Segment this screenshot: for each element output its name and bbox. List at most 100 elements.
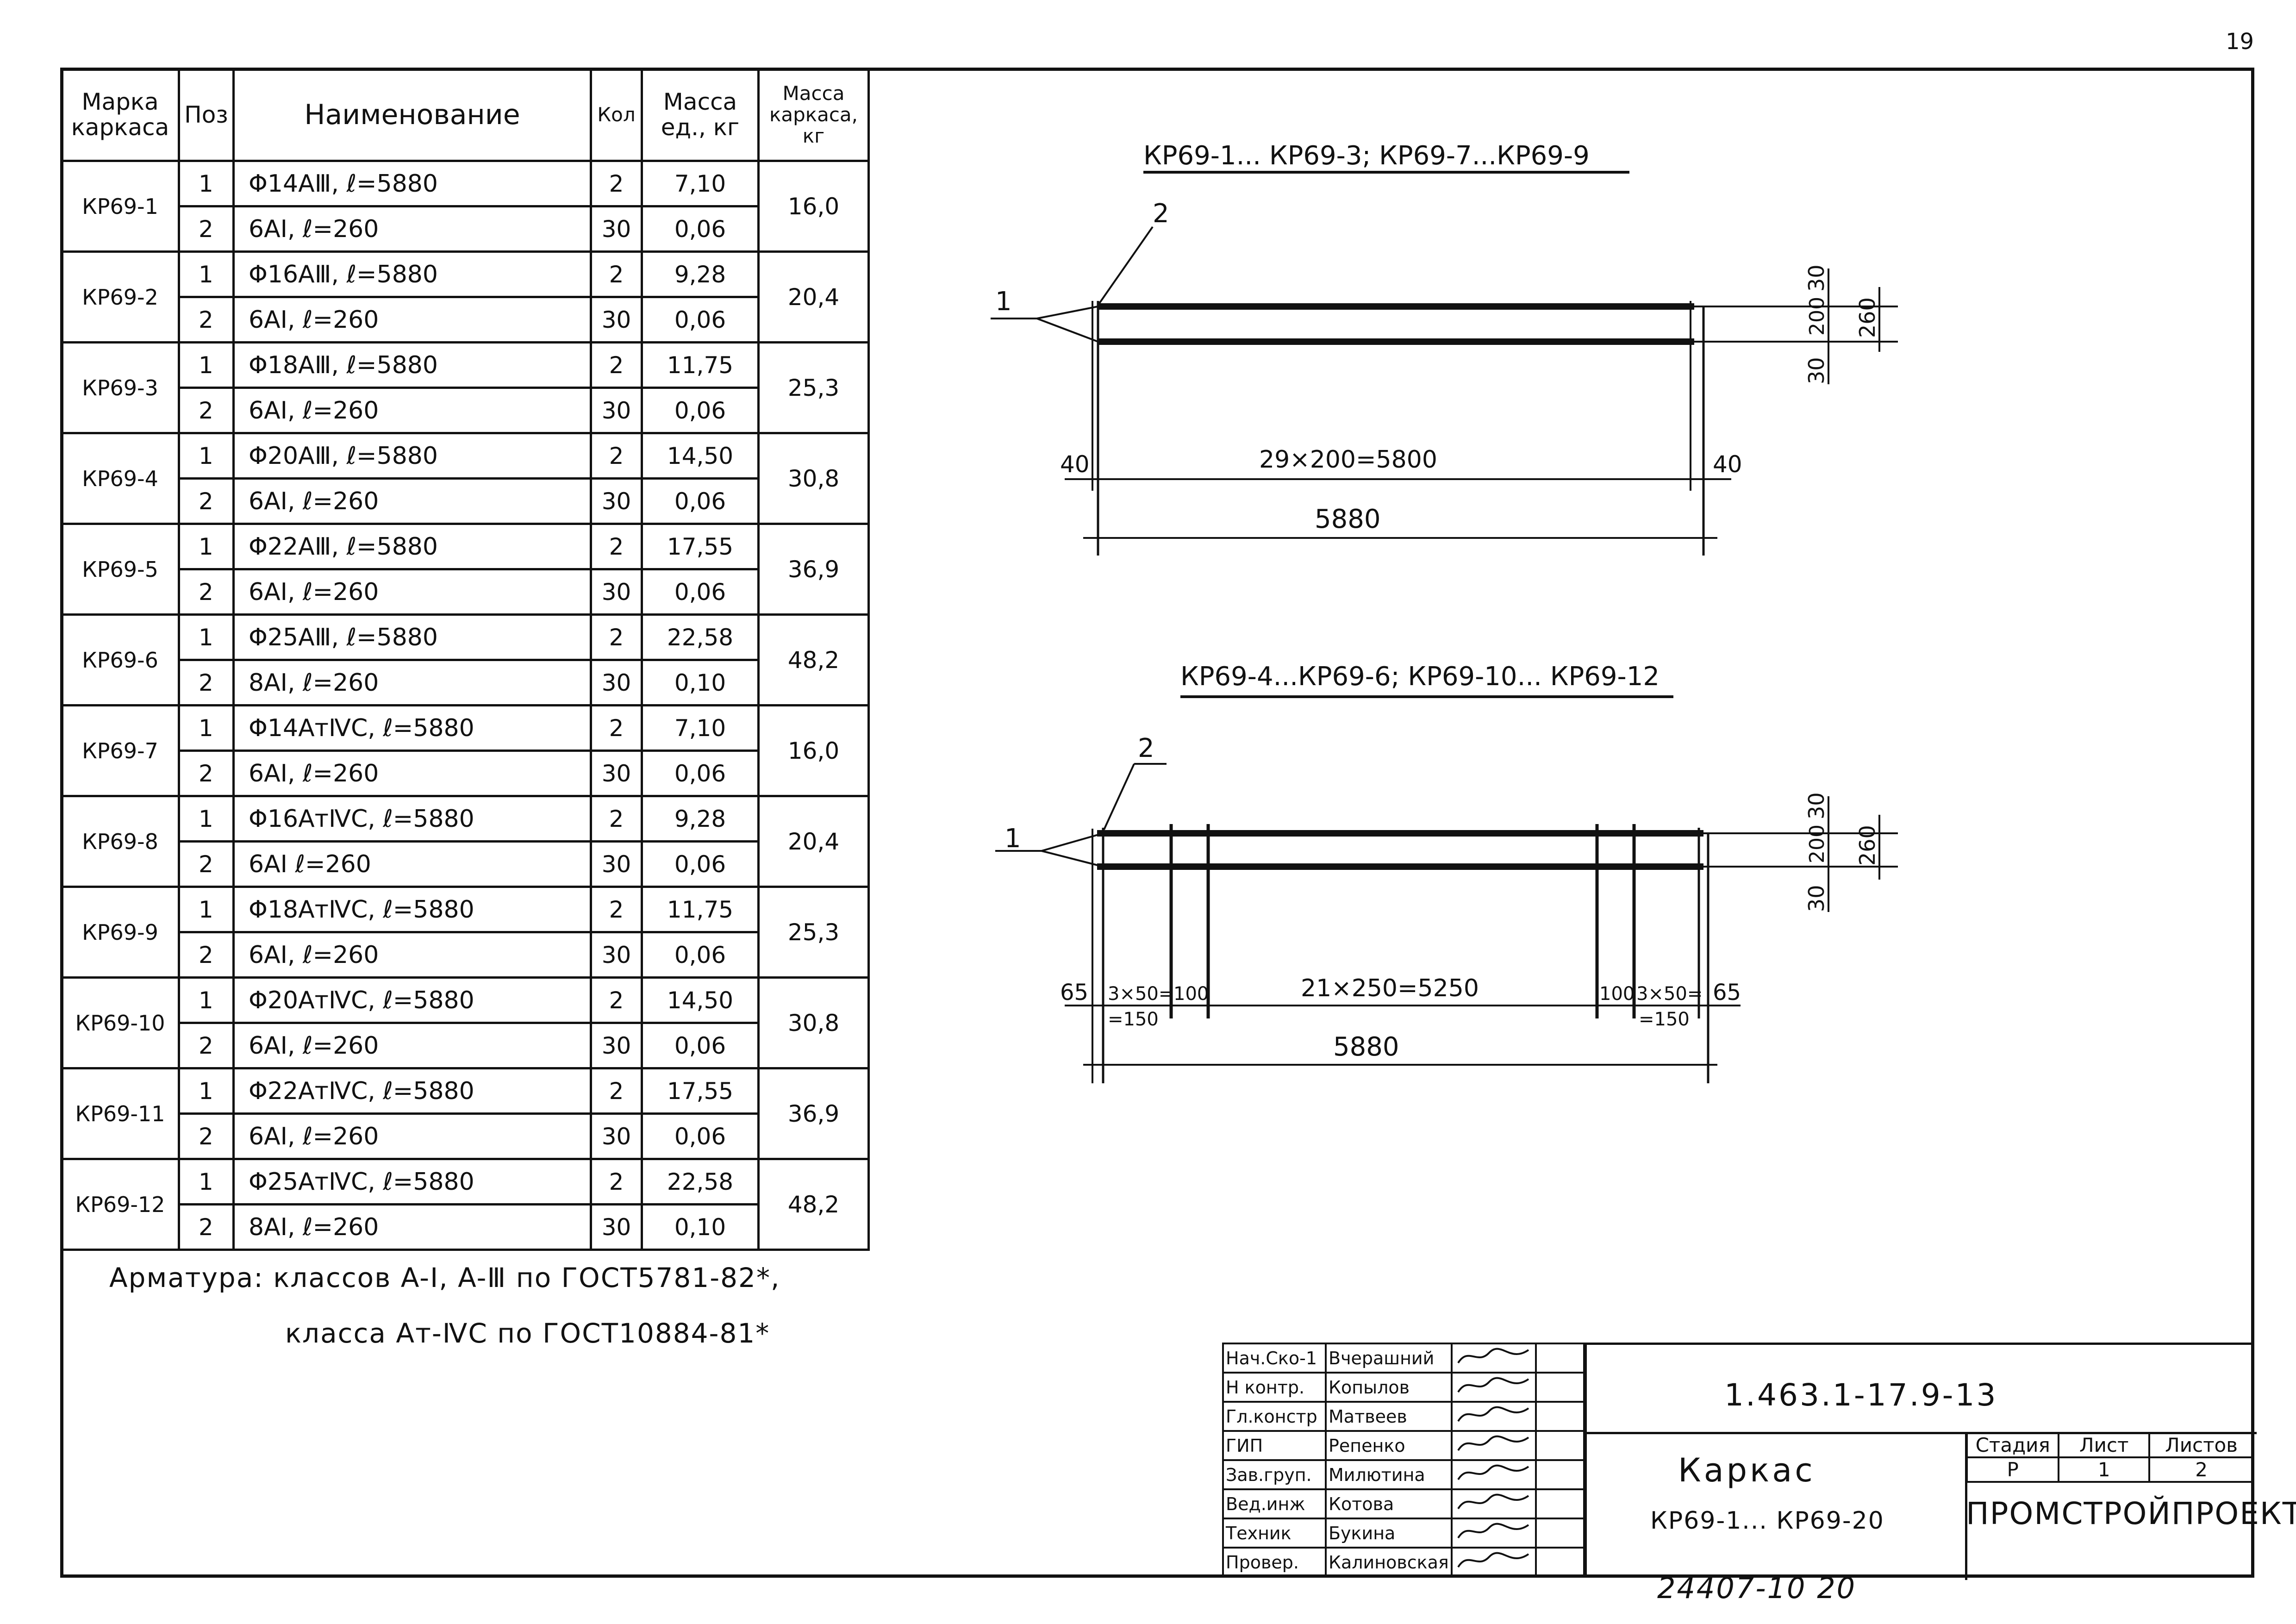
title-block-main: 1.463.1-17.9-13 Каркас КР69-1... КР69-20… [1583, 1343, 2296, 1580]
cell-pos: 1 [178, 976, 235, 1024]
cell-name: 6AⅠ, ℓ=260 [232, 1022, 592, 1069]
signature-name: Букина [1325, 1518, 1453, 1549]
cell-qty: 2 [590, 1158, 643, 1206]
drawing-2-dim-right-group: 3×50= [1636, 983, 1703, 1005]
sheet-info-table: Стадия Лист Листов Р 1 2 [1965, 1432, 2254, 1483]
signature-row: Зав.груп.Милютина [1222, 1459, 1587, 1490]
cell-qty: 30 [590, 477, 643, 525]
cell-frame-mass: 48,2 [757, 613, 870, 706]
signature-date [1535, 1401, 1587, 1432]
cell-mark: КР69-10 [60, 976, 180, 1069]
signature-mark [1450, 1488, 1537, 1519]
drawing-2-dim-right-group-result: =150 [1639, 1009, 1690, 1030]
cell-mark: КР69-1 [60, 160, 180, 253]
drawing-2-dim-total: 5880 [1333, 1032, 1399, 1062]
drawing-1-title: КР69-1... КР69-3; КР69-7...КР69-9 [1143, 141, 1590, 171]
cell-unit-mass: 9,28 [641, 250, 760, 298]
cell-pos: 2 [178, 1022, 235, 1069]
signature-mark [1450, 1547, 1537, 1578]
cell-pos: 2 [178, 1112, 235, 1160]
cell-name: Φ20AⅢ, ℓ=5880 [232, 432, 592, 480]
header-mark: Марка каркаса [60, 68, 180, 162]
cell-name: Φ18AⅢ, ℓ=5880 [232, 341, 592, 389]
cell-qty: 30 [590, 387, 643, 434]
cell-qty: 30 [590, 296, 643, 344]
header-name: Наименование [232, 68, 592, 162]
cell-unit-mass: 0,06 [641, 205, 760, 253]
signature-mark [1450, 1401, 1537, 1432]
signature-date [1535, 1343, 1587, 1374]
signature-name: Котова [1325, 1488, 1453, 1519]
signature-date [1535, 1518, 1587, 1549]
cell-name: Φ22AⅢ, ℓ=5880 [232, 523, 592, 570]
drawing-1-dim-top: 30 [1804, 264, 1829, 292]
cell-qty: 30 [590, 840, 643, 888]
cell-qty: 2 [590, 795, 643, 843]
signature-row: Провер.Калиновская [1222, 1547, 1587, 1578]
cell-pos: 1 [178, 704, 235, 752]
cell-frame-mass: 20,4 [757, 250, 870, 344]
title-block-divider [1585, 1432, 2257, 1434]
drawing-1-dim-total: 5880 [1315, 504, 1381, 534]
drawing-2-dim-right-100: 100 [1599, 983, 1635, 1005]
cell-pos: 2 [178, 387, 235, 434]
cell-mark: КР69-6 [60, 613, 180, 706]
cell-unit-mass: 0,10 [641, 1203, 760, 1251]
cell-qty: 2 [590, 976, 643, 1024]
cell-qty: 30 [590, 931, 643, 979]
drawing-2-dim-overall: 260 [1855, 825, 1880, 866]
handwritten-signature-icon [1457, 1406, 1529, 1422]
drawing-2-dim-height: 200 [1805, 824, 1829, 863]
handwritten-signature-icon [1457, 1435, 1529, 1451]
page-number: 19 [2226, 29, 2254, 55]
cell-unit-mass: 0,06 [641, 387, 760, 434]
signature-name: Калиновская [1325, 1547, 1453, 1578]
drawing-2-dim-middle: 21×250=5250 [1301, 974, 1479, 1002]
sheet-value: 1 [2058, 1456, 2151, 1483]
cell-pos: 1 [178, 160, 235, 207]
cell-unit-mass: 0,06 [641, 931, 760, 979]
cell-unit-mass: 17,55 [641, 1067, 760, 1115]
cell-frame-mass: 25,3 [757, 341, 870, 434]
cell-name: 8AⅠ, ℓ=260 [232, 659, 592, 706]
signature-name: Милютина [1325, 1459, 1453, 1490]
handwritten-signature-icon [1457, 1552, 1529, 1568]
cell-pos: 1 [178, 795, 235, 843]
cell-name: Φ20AтⅣC, ℓ=5880 [232, 976, 592, 1024]
drawing-1-dim-bottom: 30 [1804, 357, 1829, 384]
cell-unit-mass: 9,28 [641, 795, 760, 843]
cell-qty: 30 [590, 750, 643, 797]
cell-pos: 2 [178, 296, 235, 344]
cell-unit-mass: 14,50 [641, 976, 760, 1024]
organization-name: ПРОМСТРОЙПРОЕКТ [1966, 1496, 2296, 1531]
specification-table: Марка каркаса Поз Наименование Кол Масса… [60, 68, 870, 1251]
cell-name: 6AⅠ ℓ=260 [232, 840, 592, 888]
cell-mark: КР69-5 [60, 523, 180, 616]
cell-name: 6AⅠ, ℓ=260 [232, 205, 592, 253]
sheets-value: 2 [2148, 1456, 2254, 1483]
cell-pos: 1 [178, 250, 235, 298]
handwritten-signature-icon [1457, 1377, 1529, 1393]
cell-frame-mass: 48,2 [757, 1158, 870, 1251]
cell-name: 6AⅠ, ℓ=260 [232, 568, 592, 616]
cell-unit-mass: 22,58 [641, 613, 760, 661]
notes-line-1: Арматура: классов A-Ⅰ, A-Ⅲ по ГОСТ5781-8… [109, 1262, 780, 1293]
drawing-2-leader-2: 2 [1138, 733, 1154, 763]
drawing-2-dim-right: 65 [1713, 980, 1741, 1006]
drawing-1-dim-overall: 260 [1855, 297, 1880, 338]
cell-qty: 30 [590, 1112, 643, 1160]
archive-number: 24407-10 20 [1657, 1571, 1857, 1605]
cell-name: 6AⅠ, ℓ=260 [232, 931, 592, 979]
